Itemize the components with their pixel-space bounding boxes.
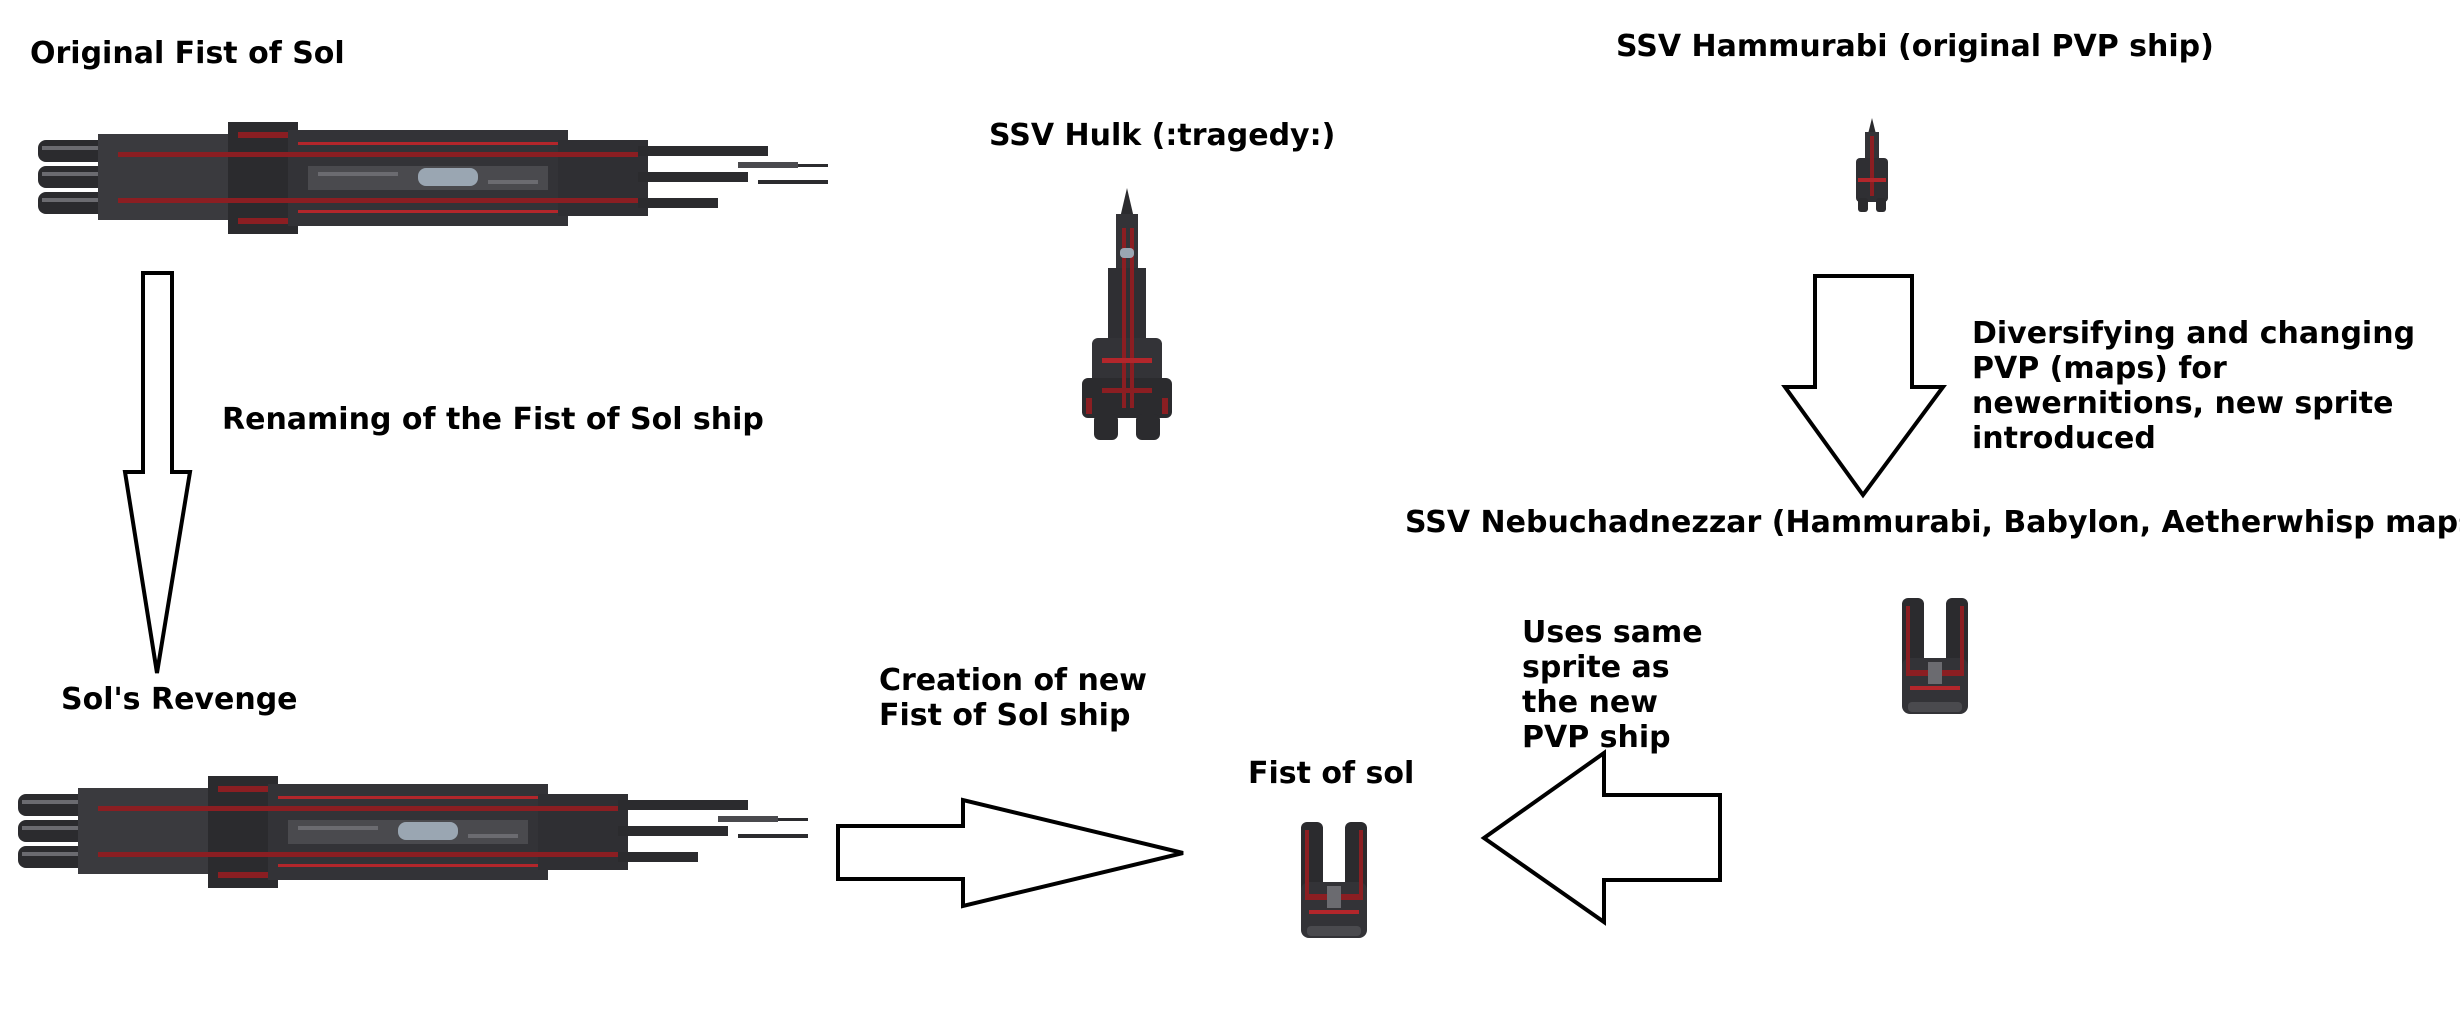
fist-of-sol-sprite bbox=[1301, 822, 1367, 938]
renaming-label: Renaming of the Fist of Sol ship bbox=[222, 402, 764, 437]
sols-revenge-sprite bbox=[18, 776, 808, 888]
arrow-uses-same-sprite bbox=[1480, 749, 1722, 926]
ssv-hammurabi-label: SSV Hammurabi (original PVP ship) bbox=[1616, 29, 2214, 64]
ssv-hammurabi-sprite bbox=[1856, 118, 1888, 212]
arrow-creation bbox=[836, 797, 1184, 909]
original-fist-of-sol-sprite bbox=[38, 122, 828, 234]
diversifying-label: Diversifying and changing PVP (maps) for… bbox=[1972, 316, 2416, 456]
sols-revenge-label: Sol's Revenge bbox=[61, 682, 298, 717]
arrow-diversifying bbox=[1781, 274, 1947, 499]
uses-same-sprite-label: Uses same sprite as the new PVP ship bbox=[1522, 615, 1703, 755]
ssv-nebuchadnezzar-sprite bbox=[1902, 598, 1968, 714]
fist-of-sol-label: Fist of sol bbox=[1248, 756, 1415, 791]
ssv-hulk-label: SSV Hulk (:tragedy:) bbox=[989, 118, 1336, 153]
ssv-nebuchadnezzar-label: SSV Nebuchadnezzar (Hammurabi, Babylon, … bbox=[1405, 505, 2460, 540]
original-fist-of-sol-label: Original Fist of Sol bbox=[30, 36, 345, 71]
creation-new-fist-label: Creation of new Fist of Sol ship bbox=[879, 663, 1147, 733]
ssv-hulk-sprite bbox=[1082, 188, 1172, 440]
arrow-renaming bbox=[122, 271, 193, 674]
